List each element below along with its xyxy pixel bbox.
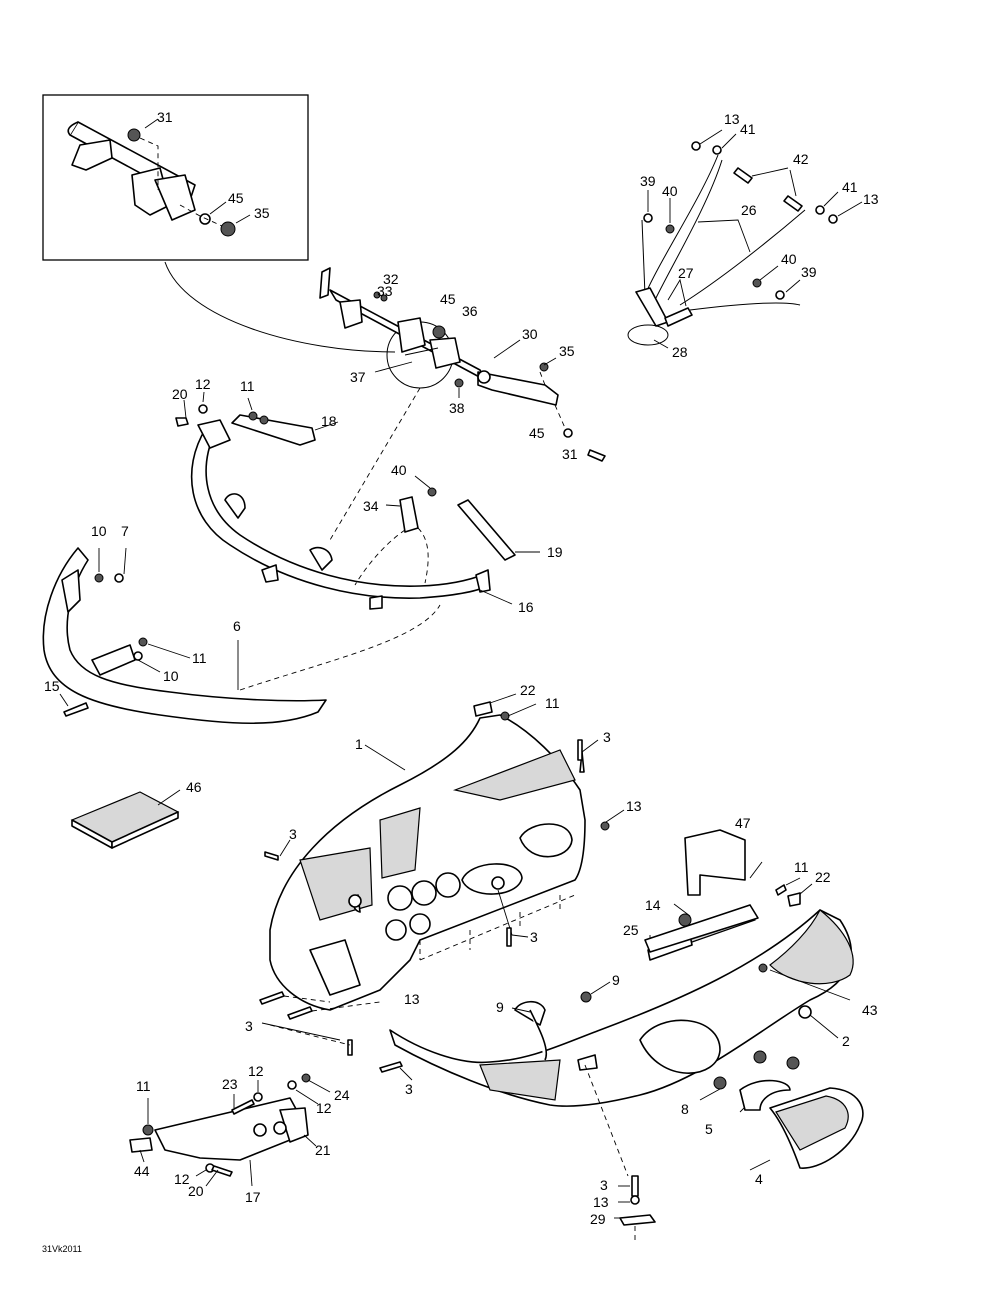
nose-trim [42,547,327,724]
callout-label: 10 [163,668,179,684]
callout-label: 24 [334,1087,350,1103]
callout-label: 45 [228,190,244,206]
callout-label: 1 [355,736,363,752]
callout-label: 10 [91,523,107,539]
callout-label: 35 [254,205,270,221]
callout-label: 11 [192,650,207,666]
callout-label: 20 [172,386,188,402]
callout-label: 31 [157,109,173,125]
callout-label: 3 [405,1081,413,1097]
callout-label: 13 [626,798,642,814]
callout-label: 12 [195,376,211,392]
callout-label: 23 [222,1076,238,1092]
diagram-code: 31Vk2011 [42,1244,82,1254]
callout-label: 17 [245,1189,261,1205]
callout-label: 43 [862,1002,878,1018]
callout-label: 3 [600,1177,608,1193]
callout-label: 16 [518,599,534,615]
hinge-assembly [129,1073,331,1187]
callout-label: 41 [740,121,756,137]
callout-label: 40 [781,251,797,267]
callout-label: 42 [793,151,809,167]
callout-label: 13 [863,191,879,207]
callout-label: 13 [593,1194,609,1210]
callout-label: 25 [623,922,639,938]
callout-label: 45 [529,425,545,441]
callout-label: 21 [315,1142,331,1158]
lower-pieces [644,904,864,1169]
fastener-stack [614,1175,656,1240]
callout-label: 7 [121,523,129,539]
callout-label: 4 [755,1171,763,1187]
callout-label: 11 [136,1078,151,1094]
callout-label: 45 [440,291,456,307]
callout-label: 41 [842,179,858,195]
callout-label: 3 [245,1018,253,1034]
callout-label: 18 [321,413,337,429]
callout-label: 37 [350,369,366,385]
callout-label: 30 [522,326,538,342]
callout-label: 28 [672,344,688,360]
callout-label: 40 [662,183,678,199]
callout-label: 19 [547,544,563,560]
callout-label: 11 [794,859,809,875]
callout-label: 31 [562,446,578,462]
callout-label: 9 [496,999,504,1015]
callout-label: 35 [559,343,575,359]
callout-label: 32 [383,271,399,287]
callout-label: 46 [186,779,202,795]
callout-label: 6 [233,618,241,634]
callout-label: 2 [842,1033,850,1049]
callout-label: 11 [545,695,560,711]
callout-label: 12 [248,1063,264,1079]
callout-label: 8 [681,1101,689,1117]
callout-label: 22 [520,682,536,698]
callout-label: 38 [449,400,465,416]
support-bar-assembly [319,267,606,541]
callout-label: 5 [705,1121,713,1137]
callout-label: 12 [174,1171,190,1187]
callout-label: 27 [678,265,694,281]
callout-label: 14 [645,897,661,913]
callout-label: 39 [640,173,656,189]
callout-label: 26 [741,202,757,218]
callout-label: 39 [801,264,817,280]
detail-connector [164,261,396,353]
callout-labels: 31 45 35 32 33 45 36 30 35 37 38 45 31 1… [44,109,879,1227]
callout-label: 15 [44,678,60,694]
callout-label: 12 [316,1100,332,1116]
callout-label: 29 [590,1211,606,1227]
callout-label: 13 [724,111,740,127]
insulation-pad [70,789,181,849]
callout-label: 34 [363,498,379,514]
callout-label: 44 [134,1163,150,1179]
screws [259,739,583,1081]
callout-label: 40 [391,462,407,478]
callout-label: 33 [377,283,393,299]
bumper-assembly [175,391,540,691]
callout-label: 47 [735,815,751,831]
detail-inset [42,94,309,261]
callout-label: 3 [530,929,538,945]
callout-label: 3 [603,729,611,745]
callout-label: 20 [188,1183,204,1199]
callout-label: 3 [289,826,297,842]
callout-label: 9 [612,972,620,988]
callout-label: 13 [404,991,420,1007]
callout-label: 11 [240,378,255,394]
cable-spring-assembly [627,129,863,349]
belly-pan-upper [264,693,625,1011]
callout-label: 36 [462,303,478,319]
callout-label: 22 [815,869,831,885]
